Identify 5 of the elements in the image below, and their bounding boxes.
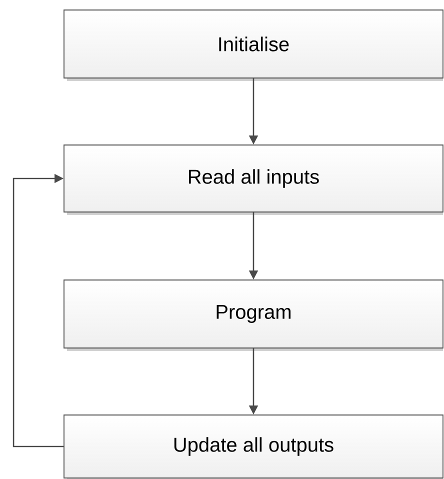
process-box: Update all outputs [64, 414, 444, 479]
process-box: Program [64, 280, 444, 351]
process-box: Initialise [64, 10, 444, 81]
arrow [12, 174, 64, 448]
process-box: Read all inputs [64, 144, 444, 215]
